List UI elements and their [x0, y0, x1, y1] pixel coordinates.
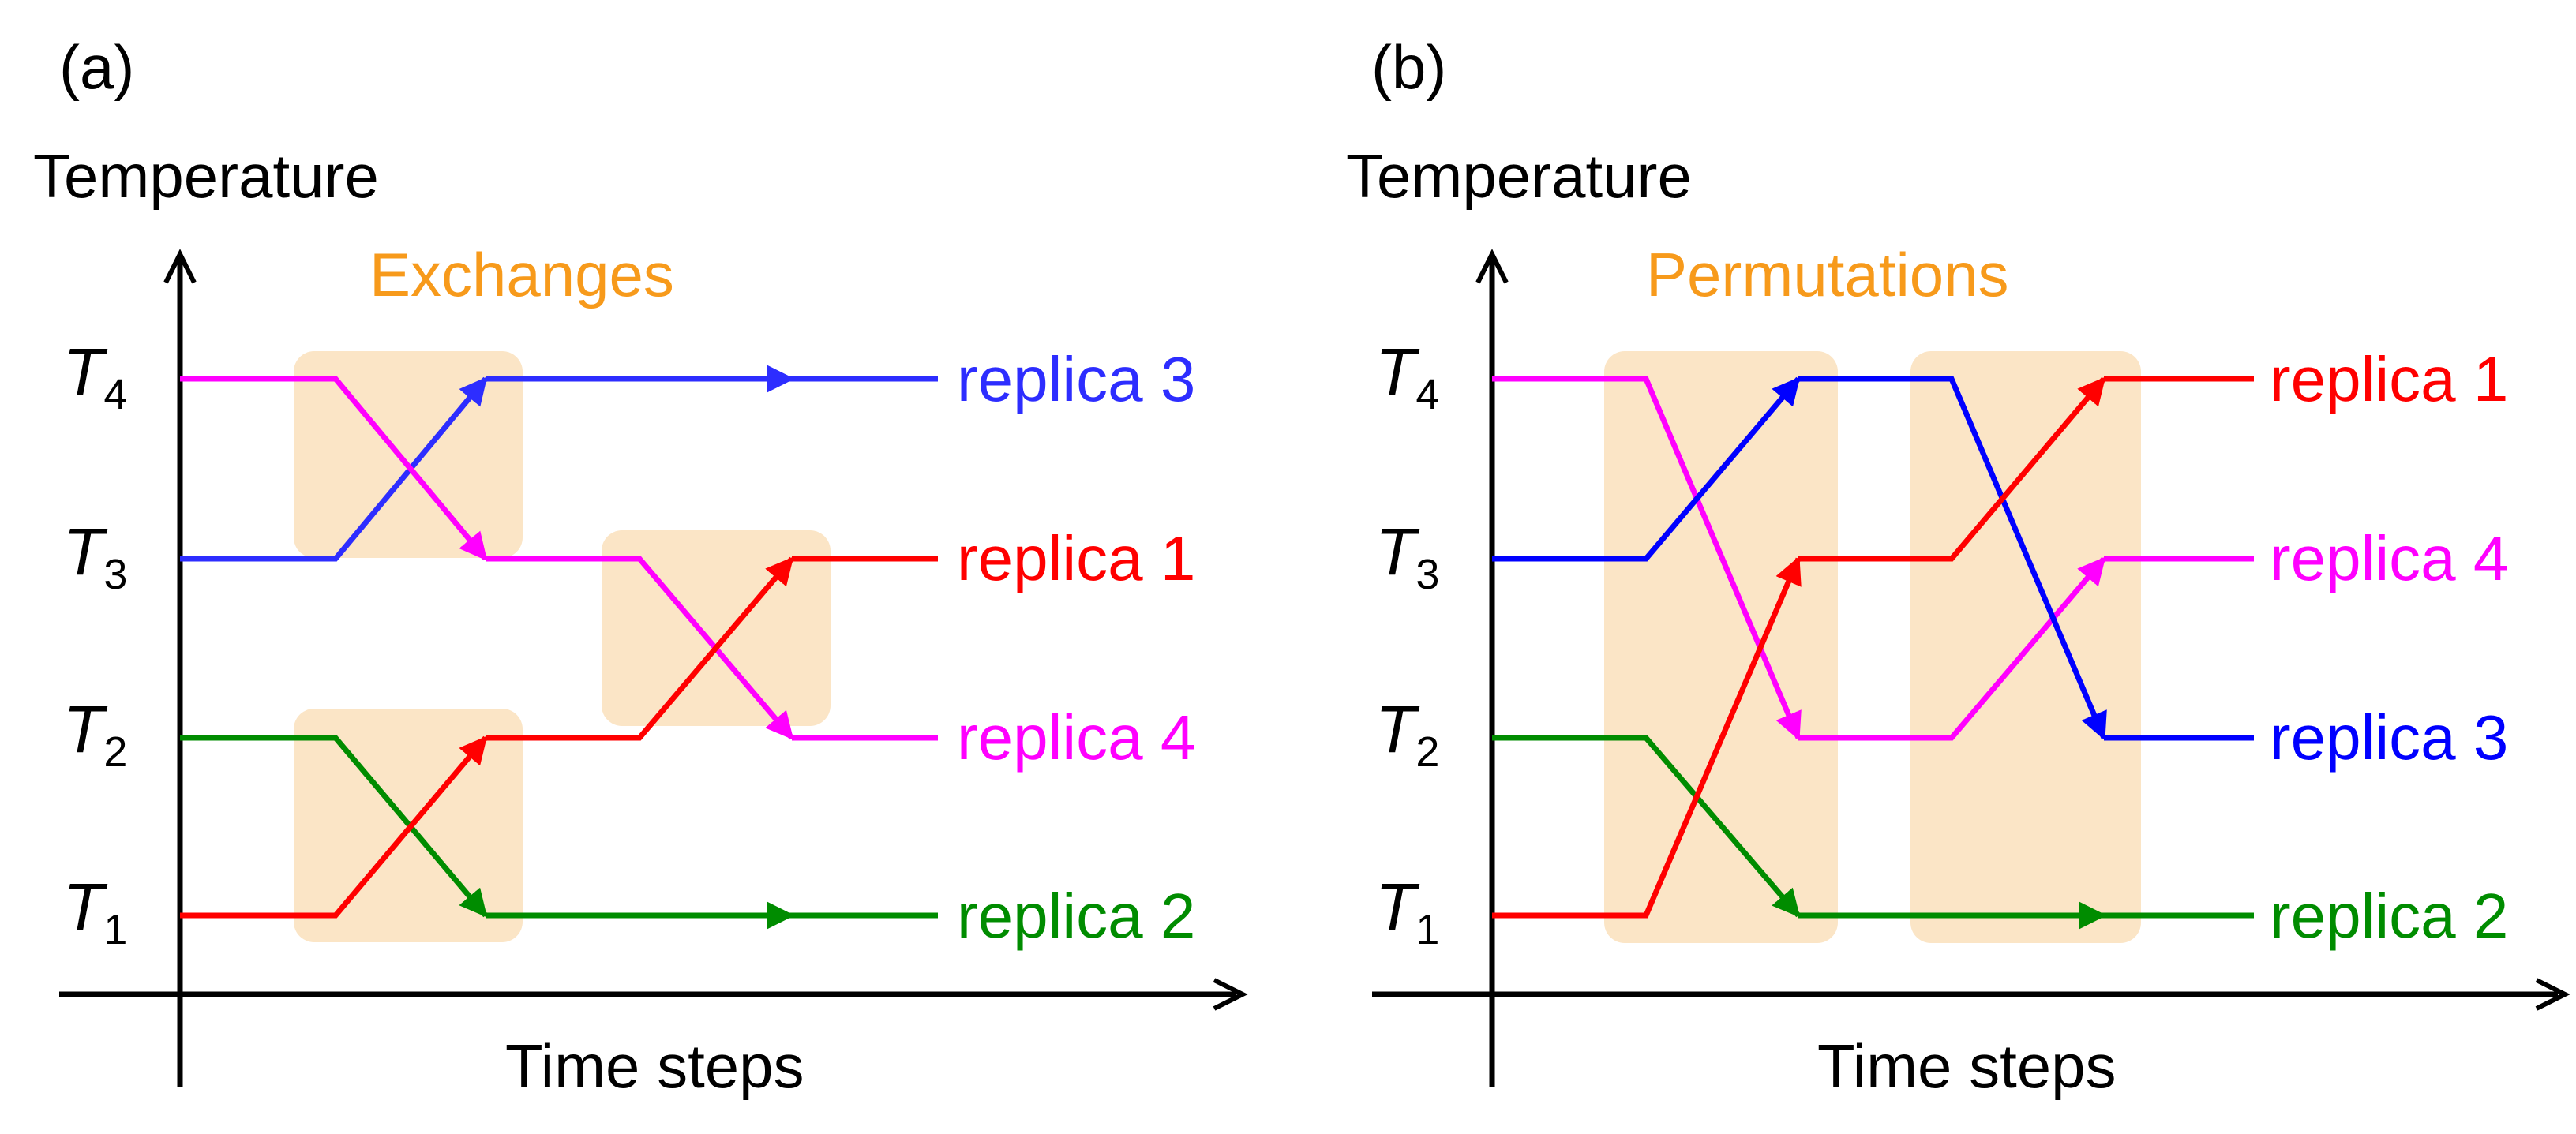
panel-b-t2-label: T2: [1375, 692, 1439, 776]
panel-b-t3-label: T3: [1375, 515, 1439, 598]
panel-a-t3-label: T3: [63, 515, 127, 598]
panel-a-replica-4-path: [180, 376, 938, 741]
panel-b-replica-label-top: replica 1: [2270, 344, 2508, 414]
panel-a-exchange-region-top: [294, 351, 523, 558]
panel-b-replica-label-third: replica 3: [2270, 702, 2508, 773]
panel-b-replica-2-path: [1492, 735, 2254, 930]
panel-a-xlabel: Time steps: [505, 1031, 804, 1101]
panel-b-replica-label-second: replica 4: [2270, 523, 2508, 593]
panel-a-label: (a): [59, 32, 134, 102]
panel-b-label: (b): [1371, 32, 1446, 102]
panel-a-replica-label-third: replica 4: [957, 702, 1195, 773]
panel-a-replica-1-path: [180, 556, 938, 919]
panel-a-replica-label-bottom: replica 2: [957, 881, 1195, 951]
panel-a-replica-3-path: [180, 365, 938, 562]
panel-b-t4-label: T4: [1375, 335, 1439, 418]
panel-b-y-axis-arrowhead: [1475, 249, 1509, 284]
panel-a-t2-label: T2: [63, 692, 127, 776]
panel-a-t1-label: T1: [63, 870, 127, 953]
panel-a-x-axis-arrowhead: [1213, 978, 1248, 1011]
panel-a-region-title: Exchanges: [369, 240, 674, 309]
panel-b-x-axis-arrowhead: [2535, 978, 2570, 1011]
panel-a-ylabel: Temperature: [33, 141, 379, 211]
panel-b-t1-label: T1: [1375, 870, 1439, 953]
panel-a-y-axis-arrowhead: [163, 249, 197, 284]
panel-b-replica-3-path: [1492, 376, 2254, 741]
panel-b-xlabel: Time steps: [1817, 1031, 2117, 1101]
panel-b: (b) Temperature Permutations Time steps …: [1346, 32, 2570, 1101]
panel-a-t4-label: T4: [63, 335, 127, 418]
panel-a-replica-label-top: replica 3: [957, 344, 1195, 414]
panel-a: (a) Temperature Exchanges Time steps T4 …: [33, 32, 1248, 1101]
panel-b-region-title: Permutations: [1646, 240, 2009, 309]
panel-a-replica-label-second: replica 1: [957, 523, 1195, 593]
panel-a-replica-2-path: [180, 735, 938, 930]
panel-b-replica-1-path: [1492, 376, 2254, 919]
panel-b-permutation-region-left: [1604, 351, 1838, 943]
panel-b-replica-label-bottom: replica 2: [2270, 881, 2508, 951]
panel-b-ylabel: Temperature: [1346, 141, 1692, 211]
